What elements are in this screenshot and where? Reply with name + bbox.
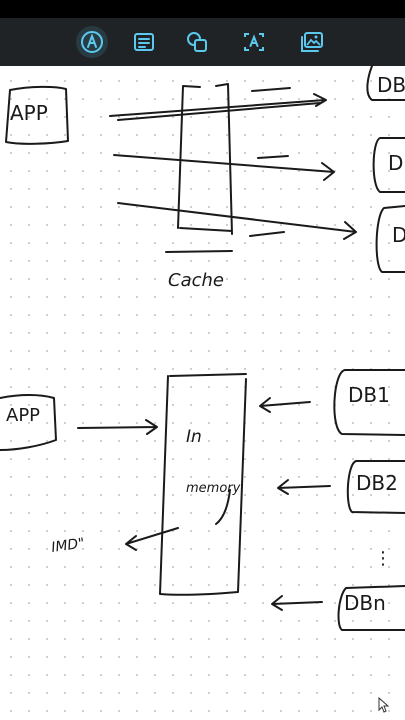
- db-box-3: [375, 205, 405, 273]
- image-tool-button[interactable]: [296, 26, 328, 58]
- arrow-app-to-memory: [77, 419, 158, 435]
- diagram2: APP In memory IMD" DB1 DB2 ⋮ DBn: [0, 369, 405, 631]
- note-icon: [134, 33, 154, 51]
- text-tool-button[interactable]: [238, 26, 270, 58]
- dash-2: [257, 155, 289, 159]
- db-label-1: DB: [377, 73, 405, 97]
- ink-layer: APP Cache DB D D APP: [0, 65, 405, 631]
- app-box: [5, 85, 69, 145]
- arrow-1b: [117, 102, 321, 121]
- notes-tool-button[interactable]: [128, 26, 160, 58]
- arrow-db2: [277, 479, 331, 495]
- cache-box: [177, 83, 233, 235]
- arrow-imdb: [125, 527, 179, 551]
- memory-tail: [215, 489, 231, 525]
- pen-icon: [81, 31, 103, 53]
- dash-3: [249, 231, 285, 237]
- diagram1: APP Cache DB D D: [5, 65, 405, 291]
- db-label-2: D: [388, 151, 403, 175]
- db1-box: [333, 369, 405, 436]
- cache-underline: [165, 250, 233, 253]
- drawing-toolbar: [0, 18, 405, 66]
- dash-1: [251, 87, 291, 92]
- shapes-tool-button[interactable]: [181, 26, 213, 58]
- app-box-2: [0, 394, 57, 451]
- arrow-dbn: [271, 595, 323, 611]
- memory-label-line1: In: [186, 427, 202, 447]
- pen-tool-button[interactable]: [76, 26, 108, 58]
- memory-label-line2: memory: [186, 481, 241, 496]
- db2-box: [346, 460, 405, 514]
- cache-label: Cache: [168, 270, 224, 291]
- db2-label: DB2: [356, 471, 398, 495]
- status-bar: [0, 0, 405, 18]
- drawing-canvas[interactable]: APP Cache DB D D APP: [0, 65, 405, 720]
- db-box-1: [366, 65, 405, 101]
- db-label-3: D: [392, 223, 405, 247]
- imdb-label: IMD": [50, 535, 85, 555]
- app-label: APP: [10, 101, 48, 125]
- image-icon: [301, 32, 323, 52]
- app-label-2: APP: [6, 405, 40, 426]
- shapes-icon: [187, 32, 207, 52]
- db-box-2: [372, 137, 405, 193]
- memory-box: [159, 373, 247, 596]
- dbn-label: DBn: [344, 591, 386, 615]
- text-icon: [244, 33, 264, 51]
- db-ellipsis: ⋮: [374, 548, 392, 569]
- arrow-2: [113, 154, 335, 181]
- arrow-3: [117, 202, 357, 240]
- arrow-db1: [259, 397, 311, 413]
- dbn-box: [337, 585, 405, 631]
- mouse-cursor-icon: [378, 697, 390, 713]
- db1-label: DB1: [348, 383, 390, 407]
